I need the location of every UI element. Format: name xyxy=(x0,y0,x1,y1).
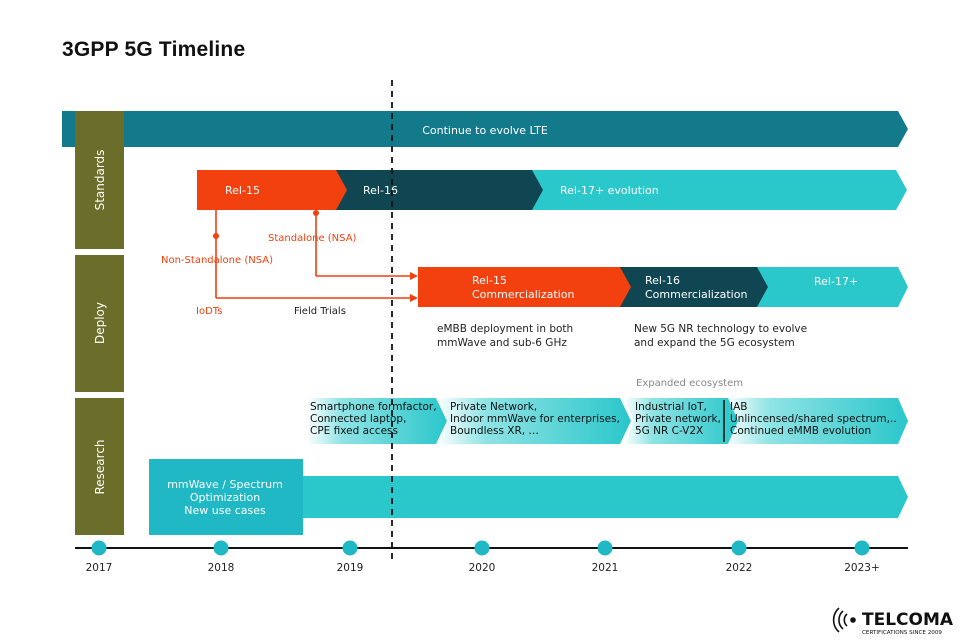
arrowhead-2 xyxy=(410,294,418,302)
signal-icon xyxy=(832,607,856,633)
section-deploy xyxy=(75,255,124,392)
mmwave-line1: mmWave / Spectrum xyxy=(167,478,283,491)
year-label: 2023+ xyxy=(844,562,880,574)
expanded-ecosystem-label: Expanded ecosystem xyxy=(636,378,743,389)
box4-line1: IAB xyxy=(730,401,747,413)
lte-bar xyxy=(62,111,908,147)
logo-tagline: CERTIFICATIONS SINCE 2009 xyxy=(862,630,942,636)
year-dot xyxy=(342,540,358,556)
rel15-commercialization-bar xyxy=(418,267,631,307)
box3-line1: Industrial IoT, xyxy=(635,401,707,413)
nr-note-line1: New 5G NR technology to evolve xyxy=(634,323,807,335)
research-box-2 xyxy=(437,398,631,444)
box1-line1: Smartphone formfactor, xyxy=(310,401,437,413)
section-standards-label: Standards xyxy=(93,150,107,211)
research-box-4 xyxy=(724,398,908,444)
box1-line2: Connected laptop, xyxy=(310,413,406,425)
box4-line2: Unlincensed/shared spectrum,.. xyxy=(730,413,897,425)
research-long-bar xyxy=(300,476,908,518)
box3-line3: 5G NR C-V2X xyxy=(635,425,703,437)
connector-dot-sa xyxy=(313,210,319,216)
year-label: 2019 xyxy=(337,562,364,574)
year-label: 2018 xyxy=(208,562,235,574)
box2-line3: Boundless XR, … xyxy=(450,425,539,437)
box3-line2: Private network, xyxy=(635,413,721,425)
rel15-label: Rel-15 xyxy=(225,184,260,197)
rel15-comm-line1: Rel-15 xyxy=(472,274,507,287)
year-label: 2022 xyxy=(726,562,753,574)
rel16-comm-line2: Commercialization xyxy=(645,288,747,301)
section-deploy-label: Deploy xyxy=(93,302,107,344)
year-dot xyxy=(91,540,107,556)
mmwave-box xyxy=(149,459,303,535)
year-dot xyxy=(474,540,490,556)
rel16-bar xyxy=(327,170,543,210)
rel16-commercialization-bar xyxy=(612,267,768,307)
rel15-comm-line2: Commercialization xyxy=(472,288,574,301)
telcoma-logo: TELCOMA CERTIFICATIONS SINCE 2009 xyxy=(832,607,954,636)
rel15-bar xyxy=(197,170,347,210)
year-dot xyxy=(731,540,747,556)
rel17-deploy-label: Rel-17+ xyxy=(814,275,858,288)
research-box-3 xyxy=(624,398,738,444)
embb-note-line1: eMBB deployment in both xyxy=(437,323,573,335)
section-standards xyxy=(75,111,124,249)
iodts-label: IoDTs xyxy=(196,306,222,317)
year-label: 2021 xyxy=(592,562,619,574)
box4-line3: Continued eMMB evolution xyxy=(730,425,871,437)
year-dot xyxy=(597,540,613,556)
rel16-comm-line1: Rel-16 xyxy=(645,274,680,287)
lte-bar-label: Continue to evolve LTE xyxy=(422,124,548,137)
rel17-deploy-bar xyxy=(755,267,908,307)
connector-lines xyxy=(215,210,410,299)
box2-line1: Private Network, xyxy=(450,401,537,413)
standalone-label: Standalone (NSA) xyxy=(268,233,357,244)
year-dot xyxy=(854,540,870,556)
logo-name: TELCOMA xyxy=(862,610,954,630)
year-label: 2020 xyxy=(469,562,496,574)
connector-dot-nsa xyxy=(213,233,219,239)
year-dot xyxy=(213,540,229,556)
non-standalone-label: Non-Standalone (NSA) xyxy=(161,255,273,266)
page-title: 3GPP 5G Timeline xyxy=(62,38,246,61)
box2-line2: Indoor mmWave for enterprises, xyxy=(450,413,620,425)
rel17-evolution-bar xyxy=(520,170,907,210)
arrowhead-1 xyxy=(410,272,418,280)
rel16-label: Rel-16 xyxy=(363,184,398,197)
section-research xyxy=(75,398,124,535)
embb-note-line2: mmWave and sub-6 GHz xyxy=(437,337,567,349)
research-box-1 xyxy=(307,398,447,444)
mmwave-line3: New use cases xyxy=(184,504,266,517)
rel17-evolution-label: Rel-17+ evolution xyxy=(560,184,659,197)
nr-note-line2: and expand the 5G ecosystem xyxy=(634,337,795,349)
field-trials-label: Field Trials xyxy=(294,306,346,317)
mmwave-line2: Optimization xyxy=(190,491,260,504)
year-markers xyxy=(91,540,870,556)
year-label: 2017 xyxy=(86,562,113,574)
box1-line3: CPE fixed access xyxy=(310,425,398,437)
section-research-label: Research xyxy=(93,439,107,494)
